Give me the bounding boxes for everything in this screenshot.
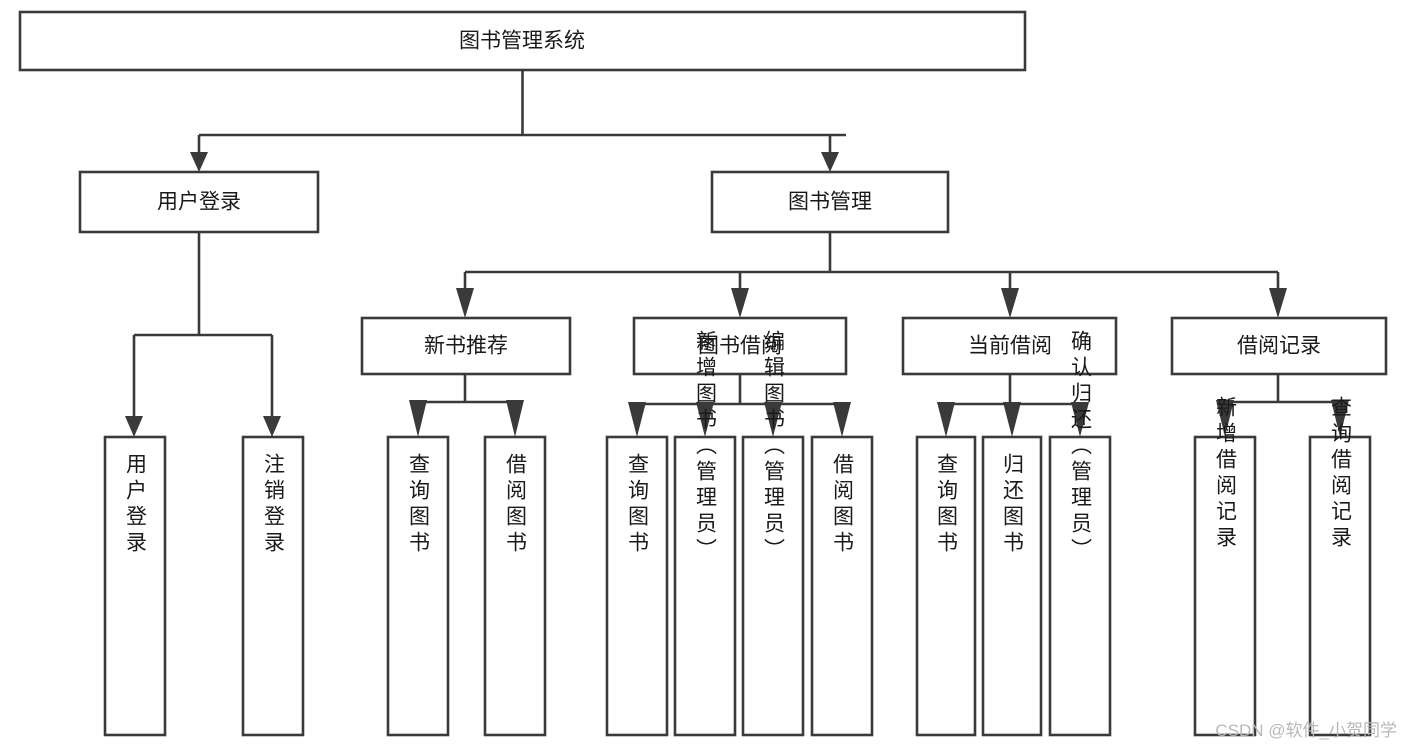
leaf-query-borrow-record-box[interactable] bbox=[1308, 435, 1372, 737]
leaf-borrow-book-label: 借阅图书 bbox=[831, 453, 855, 557]
node-borrow-records-label: 借阅记录 bbox=[1237, 335, 1321, 358]
arrow-head-current bbox=[1001, 288, 1019, 318]
leaf-query-book-borrow-label: 查询图书 bbox=[626, 453, 650, 557]
leaf-add-borrow-record-box[interactable] bbox=[1193, 435, 1257, 737]
leaf-confirm-return-admin[interactable]: 确认归还（管理员） bbox=[1048, 330, 1112, 737]
node-new-book-recommend-label: 新书推荐 bbox=[424, 335, 508, 358]
node-current-borrow-box[interactable] bbox=[901, 316, 1118, 376]
arrow-head-borrow-leaf2 bbox=[696, 402, 714, 437]
leaf-query-book-rec-label: 查询图书 bbox=[407, 453, 431, 557]
arrow-head-book-manage bbox=[821, 152, 839, 172]
leaf-borrow-book[interactable]: 借阅图书 bbox=[810, 435, 874, 737]
leaf-confirm-return-admin-box[interactable] bbox=[1048, 435, 1112, 737]
node-new-book-recommend[interactable]: 新书推荐 bbox=[360, 316, 572, 376]
arrow-head-current-leaf3 bbox=[1071, 402, 1089, 437]
leaf-borrow-book-rec-label: 借阅图书 bbox=[504, 453, 528, 557]
node-root[interactable]: 图书管理系统 bbox=[18, 10, 1027, 72]
node-user-login-box[interactable] bbox=[78, 170, 320, 234]
node-borrow-records[interactable]: 借阅记录 bbox=[1170, 316, 1388, 376]
arrow-head-user-login bbox=[190, 152, 208, 172]
node-book-borrow-label: 图书借阅 bbox=[698, 335, 782, 358]
leaf-query-borrow-record-label: 查询借阅记录 bbox=[1329, 396, 1353, 552]
leaf-user-login[interactable]: 用户登录 bbox=[103, 435, 167, 737]
node-book-manage[interactable]: 图书管理 bbox=[710, 170, 950, 234]
connector-layer bbox=[125, 70, 1349, 437]
leaf-borrow-book-box[interactable] bbox=[810, 435, 874, 737]
node-book-borrow-box[interactable] bbox=[632, 316, 848, 376]
leaf-borrow-book-rec[interactable]: 借阅图书 bbox=[483, 435, 547, 737]
node-root-box[interactable] bbox=[18, 10, 1027, 72]
node-book-manage-label: 图书管理 bbox=[788, 191, 872, 214]
leaf-user-login-box[interactable] bbox=[103, 435, 167, 737]
leaf-return-book[interactable]: 归还图书 bbox=[981, 435, 1043, 737]
leaf-logout[interactable]: 注销登录 bbox=[241, 435, 305, 737]
arrow-head-newbook-leaf1 bbox=[409, 400, 427, 437]
arrow-head-records bbox=[1269, 288, 1287, 318]
leaf-query-book-rec-box[interactable] bbox=[386, 435, 450, 737]
node-root-label: 图书管理系统 bbox=[459, 30, 585, 53]
leaf-query-book-current-box[interactable] bbox=[915, 435, 977, 737]
leaf-edit-book-admin[interactable]: 编辑图书（管理员） bbox=[741, 330, 805, 737]
leaf-return-book-box[interactable] bbox=[981, 435, 1043, 737]
arrow-head-leaf-user-login bbox=[125, 416, 143, 437]
leaf-return-book-label: 归还图书 bbox=[1001, 453, 1025, 557]
leaf-confirm-return-admin-label: 确认归还（管理员） bbox=[1069, 330, 1093, 564]
leaf-add-borrow-record-label: 新增借阅记录 bbox=[1214, 396, 1238, 552]
node-borrow-records-box[interactable] bbox=[1170, 316, 1388, 376]
node-current-borrow-label: 当前借阅 bbox=[968, 335, 1052, 358]
arrow-head-records-leaf1 bbox=[1216, 400, 1234, 437]
leaf-query-borrow-record[interactable]: 查询借阅记录 bbox=[1308, 396, 1372, 737]
arrow-head-records-leaf2 bbox=[1331, 400, 1349, 437]
node-book-borrow[interactable]: 图书借阅 bbox=[632, 316, 848, 376]
leaf-query-book-rec[interactable]: 查询图书 bbox=[386, 435, 450, 737]
arrow-head-current-leaf1 bbox=[937, 402, 955, 437]
leaf-add-book-admin[interactable]: 新增图书（管理员） bbox=[673, 330, 737, 737]
leaf-user-login-label: 用户登录 bbox=[124, 453, 148, 557]
leaf-borrow-book-rec-box[interactable] bbox=[483, 435, 547, 737]
leaf-add-book-admin-label: 新增图书（管理员） bbox=[694, 330, 718, 564]
node-new-book-recommend-box[interactable] bbox=[360, 316, 572, 376]
leaf-logout-box[interactable] bbox=[241, 435, 305, 737]
arrow-head-borrow-leaf4 bbox=[833, 402, 851, 437]
node-book-manage-box[interactable] bbox=[710, 170, 950, 234]
leaf-query-book-borrow-box[interactable] bbox=[605, 435, 669, 737]
leaf-add-borrow-record[interactable]: 新增借阅记录 bbox=[1193, 396, 1257, 737]
leaf-logout-label: 注销登录 bbox=[262, 453, 286, 557]
node-user-login-label: 用户登录 bbox=[157, 191, 241, 214]
leaf-query-book-borrow[interactable]: 查询图书 bbox=[605, 435, 669, 737]
arrow-head-borrow-leaf3 bbox=[764, 402, 782, 437]
node-user-login[interactable]: 用户登录 bbox=[78, 170, 320, 234]
arrow-head-current-leaf2 bbox=[1003, 402, 1021, 437]
leaf-edit-book-admin-label: 编辑图书（管理员） bbox=[762, 330, 786, 564]
arrow-head-borrow-leaf1 bbox=[628, 402, 646, 437]
arrow-head-leaf-logout bbox=[263, 416, 281, 437]
arrow-head-newbook-leaf2 bbox=[506, 400, 524, 437]
leaf-add-book-admin-box[interactable] bbox=[673, 435, 737, 737]
leaf-query-book-current[interactable]: 查询图书 bbox=[915, 435, 977, 737]
leaf-query-book-current-label: 查询图书 bbox=[935, 453, 959, 557]
arrow-head-borrow bbox=[731, 288, 749, 318]
arrow-head-newbook bbox=[456, 288, 474, 318]
node-current-borrow[interactable]: 当前借阅 bbox=[901, 316, 1118, 376]
leaf-edit-book-admin-box[interactable] bbox=[741, 435, 805, 737]
